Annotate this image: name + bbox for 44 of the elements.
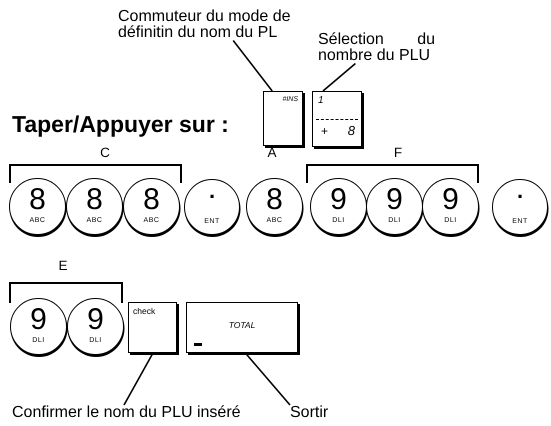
round-key: [310, 178, 367, 235]
key-label: 8: [348, 124, 355, 137]
leader-line: [232, 40, 273, 92]
round-key: [66, 178, 123, 235]
key-symbol: .: [208, 180, 216, 202]
leader-line: [244, 352, 291, 406]
callout-text: Sélection du nombre du PLU: [318, 32, 435, 64]
key-label: +: [321, 125, 328, 137]
key-label: 1: [318, 96, 324, 106]
round-key: [422, 178, 479, 235]
key-digit: 9: [386, 185, 403, 215]
instruction-heading: Taper/Appuyer sur :: [12, 112, 229, 136]
round-key: [10, 298, 67, 355]
round-key: [246, 178, 303, 235]
group-label: A: [268, 146, 276, 160]
callout-text: Commuteur du mode de définitin du nom du PL: [118, 8, 298, 40]
square-key: [263, 91, 303, 146]
key-digit: 9: [442, 185, 459, 215]
key-symbol: .: [516, 180, 524, 202]
key-digit: 8: [143, 185, 160, 215]
key-digit: 8: [266, 185, 283, 215]
square-key: [186, 302, 298, 353]
round-key: [492, 179, 548, 235]
round-key: [184, 179, 240, 235]
round-key: [9, 178, 66, 235]
key-label: check: [133, 307, 156, 316]
key-digit: 8: [86, 185, 103, 215]
key-label: TOTAL: [228, 321, 256, 330]
square-key: [312, 91, 362, 147]
group-label: E: [58, 259, 68, 272]
round-key: [366, 178, 423, 235]
leader-line: [123, 352, 154, 406]
key-digit: 8: [29, 185, 46, 215]
square-key: [128, 302, 177, 353]
callout-text: Sortir: [290, 405, 328, 421]
leader-line: [322, 62, 356, 92]
key-digit: 9: [330, 185, 347, 215]
group-label: C: [100, 146, 110, 160]
round-key: [123, 178, 180, 235]
round-key: [67, 298, 124, 355]
key-digit: 9: [30, 305, 47, 335]
group-label: F: [394, 146, 402, 160]
key-digit: 9: [87, 305, 104, 335]
callout-text: Confirmer le nom du PLU inséré: [12, 405, 241, 421]
